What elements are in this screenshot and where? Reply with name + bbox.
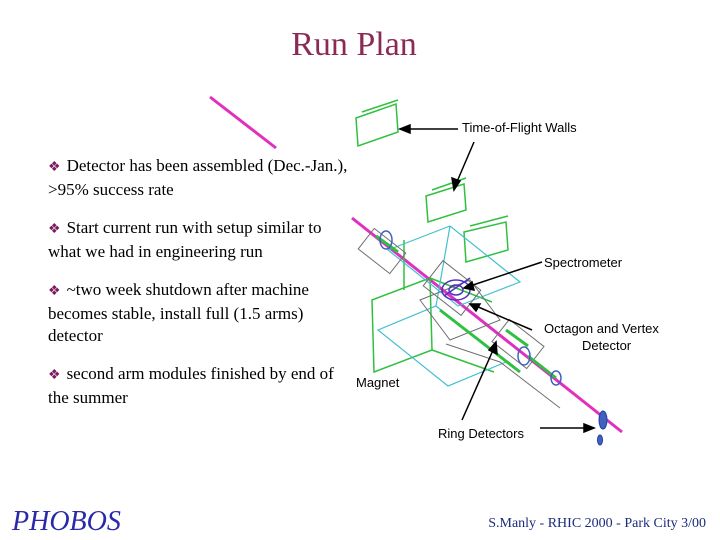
label-leader-lines bbox=[397, 123, 597, 434]
tof-wall-upper bbox=[355, 99, 399, 148]
bullet-item: ❖~two week shutdown after machine become… bbox=[48, 279, 348, 347]
bullet-item: ❖Start current run with setup similar to… bbox=[48, 217, 348, 263]
diamond-bullet-icon: ❖ bbox=[48, 368, 61, 383]
phobos-logo-text: PHOBOS bbox=[11, 506, 121, 537]
octagon-vertex-detector bbox=[441, 277, 471, 301]
bullet-text: Detector has been assembled (Dec.-Jan.),… bbox=[48, 156, 348, 199]
diamond-bullet-icon: ❖ bbox=[48, 222, 61, 237]
ring-detector-near bbox=[379, 230, 562, 386]
phobos-logo: PHOBOS bbox=[11, 506, 121, 537]
diamond-bullet-icon: ❖ bbox=[48, 160, 61, 175]
diamond-bullet-icon: ❖ bbox=[48, 284, 61, 299]
slide-title: Run Plan bbox=[291, 26, 417, 63]
bullet-item: ❖second arm modules finished by end of t… bbox=[48, 363, 348, 409]
bullet-list: ❖Detector has been assembled (Dec.-Jan.)… bbox=[48, 155, 348, 425]
tof-wall-middle bbox=[425, 177, 467, 223]
label-octagon-line1: Octagon and Vertex bbox=[544, 321, 659, 336]
label-spectrometer: Spectrometer bbox=[544, 255, 623, 270]
bullet-text: ~two week shutdown after machine becomes… bbox=[48, 280, 309, 345]
label-ring-detectors: Ring Detectors bbox=[438, 426, 524, 441]
beamline-segment bbox=[209, 95, 277, 150]
label-octagon-line2: Detector bbox=[582, 338, 632, 353]
label-magnet: Magnet bbox=[356, 375, 400, 390]
bullet-item: ❖Detector has been assembled (Dec.-Jan.)… bbox=[48, 155, 348, 201]
bullet-text: Start current run with setup similar to … bbox=[48, 218, 322, 261]
slide-footer: S.Manly - RHIC 2000 - Park City 3/00 bbox=[488, 516, 706, 531]
label-tof-walls: Time-of-Flight Walls bbox=[462, 120, 577, 135]
bullet-text: second arm modules finished by end of th… bbox=[48, 364, 334, 407]
tof-wall-lower bbox=[463, 215, 509, 263]
spectrometer-assembly bbox=[357, 227, 561, 409]
ring-detector-far bbox=[597, 410, 608, 446]
